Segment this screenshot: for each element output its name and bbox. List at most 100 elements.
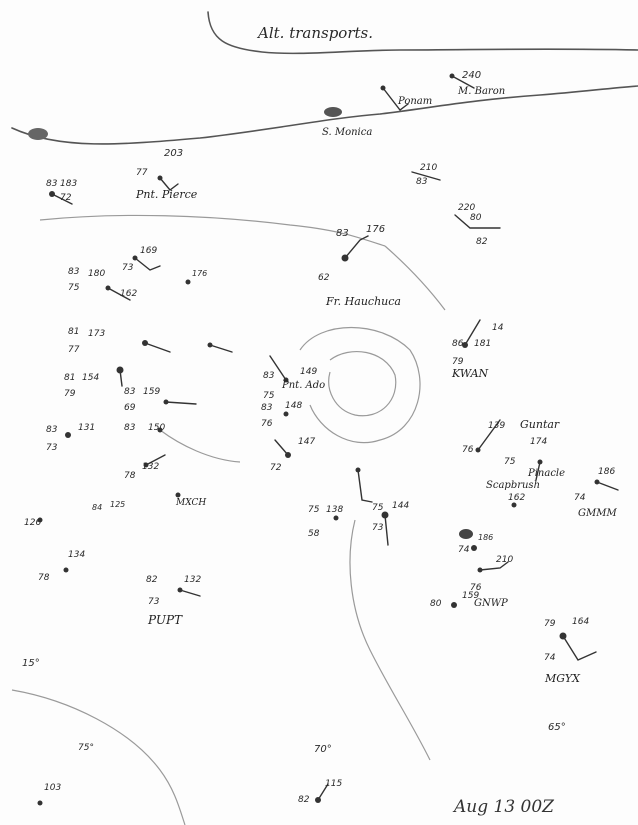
frontal-line-upper	[11, 85, 638, 145]
station-pressure: 14	[492, 323, 504, 333]
station-temp: 75	[372, 503, 384, 513]
station-dew: 79	[452, 357, 464, 367]
station-temp: 82	[146, 575, 158, 585]
station-dew: 62	[318, 273, 330, 283]
station-dew: 78	[38, 573, 50, 583]
isotherm-label: 70°	[314, 744, 332, 755]
station-temp: 81	[68, 327, 79, 337]
station-pressure: 149	[300, 367, 317, 377]
station-dew: 76	[261, 419, 273, 429]
station-dew: 72	[60, 193, 72, 203]
station-label: MXCH	[175, 498, 206, 508]
station-label: S. Monica	[322, 127, 372, 138]
station-pressure: 220	[458, 203, 475, 213]
station-label: Scapbrush	[486, 480, 540, 491]
station-pressure: 174	[530, 437, 547, 447]
station-temp: 83	[124, 387, 136, 397]
station-pressure: 210	[496, 555, 513, 565]
station-dew: 72	[270, 463, 282, 473]
station-dew: 76	[470, 583, 482, 593]
station-pressure: 147	[298, 437, 315, 447]
station-dew: 69	[124, 403, 136, 413]
station-markers	[37, 73, 600, 806]
trough-south	[349, 519, 431, 761]
station-temp: 83	[261, 403, 273, 413]
station-pressure: 125	[110, 500, 125, 509]
station-dew: 73	[46, 443, 58, 453]
station-dew: 74	[544, 653, 556, 663]
station-dew: 73	[372, 523, 384, 533]
station-label: PUPT	[147, 613, 183, 627]
station-pressure: 162	[120, 289, 137, 299]
station-dew: 75	[504, 457, 516, 467]
station-label: GNWP	[474, 598, 508, 609]
front-ink-mid	[324, 107, 342, 117]
station-pressure: 103	[44, 783, 61, 793]
station-pressure: 162	[508, 493, 525, 503]
station-pressure: 134	[68, 550, 85, 560]
station-pressure: 186	[478, 533, 493, 542]
coastline-top	[207, 11, 638, 55]
station-pressure: 131	[78, 423, 95, 433]
station-pressure: 176	[366, 224, 385, 235]
station-temp: 83	[68, 267, 80, 277]
trough-line	[39, 214, 386, 247]
station-label: Pnt. Pierce	[135, 188, 198, 201]
station-dew: 58	[308, 529, 320, 539]
station-temp: 83	[124, 423, 136, 433]
station-temp: 73	[122, 263, 134, 273]
station-label: Fr. Hauchuca	[325, 295, 401, 308]
station-dew: 77	[68, 345, 80, 355]
station-dew: 78	[124, 471, 136, 481]
isotherm-label: 65°	[548, 722, 566, 733]
station-temp: 83	[46, 425, 58, 435]
station-pressure: 181	[474, 339, 491, 349]
station-temp: 84	[92, 503, 102, 512]
station-dew: 75	[263, 391, 275, 401]
station-pressure: 154	[82, 373, 99, 383]
station-dew: 76	[462, 445, 474, 455]
station-dew: 74	[574, 493, 586, 503]
front-ink-left	[28, 128, 48, 140]
station-pressure: 150	[148, 423, 165, 433]
station-temp: 83	[336, 228, 349, 239]
station-pressure: 159	[462, 591, 479, 601]
low-circle-outer	[299, 326, 421, 444]
station-pressure: 173	[88, 329, 105, 339]
station-pressure: 210	[420, 163, 437, 173]
station-temp: 83	[263, 371, 275, 381]
station-pressure: 126	[24, 518, 41, 528]
front-ink-right	[459, 529, 473, 539]
station-pressure: 183	[60, 179, 77, 189]
station-dew: 75	[68, 283, 80, 293]
wind-barbs	[51, 75, 619, 801]
station-label: Pinacle	[527, 468, 565, 479]
station-pressure: 203	[164, 148, 183, 159]
station-pressure: 240	[462, 70, 481, 81]
station-temp: 80	[430, 599, 442, 609]
station-temp: 83	[46, 179, 58, 189]
isobar-shear	[159, 429, 241, 463]
trough-line-right	[384, 245, 446, 311]
station-pressure: 138	[326, 505, 343, 515]
station-pressure: 164	[572, 617, 589, 627]
station-pressure: 132	[184, 575, 201, 585]
station-pressure: 132	[142, 462, 159, 472]
station-temp: 83	[416, 177, 428, 187]
station-pressure: 139	[488, 421, 505, 431]
station-pressure: 176	[192, 269, 207, 278]
station-temp: 75	[308, 505, 320, 515]
station-pressure: 144	[392, 501, 409, 511]
map-caption: Aug 13 00Z	[452, 797, 555, 817]
station-pressure: 186	[598, 467, 615, 477]
station-pressure: 159	[143, 387, 160, 397]
station-label: Guntar	[520, 418, 560, 431]
station-temp: 80	[470, 213, 482, 223]
station-label: Ponam	[397, 96, 432, 107]
station-temp: 82	[298, 795, 310, 805]
isotherm-label: 15°	[22, 658, 40, 669]
station-label: GMMM	[578, 508, 617, 519]
station-pressure: 169	[140, 246, 157, 256]
station-label: Pnt. Ado	[281, 380, 325, 391]
